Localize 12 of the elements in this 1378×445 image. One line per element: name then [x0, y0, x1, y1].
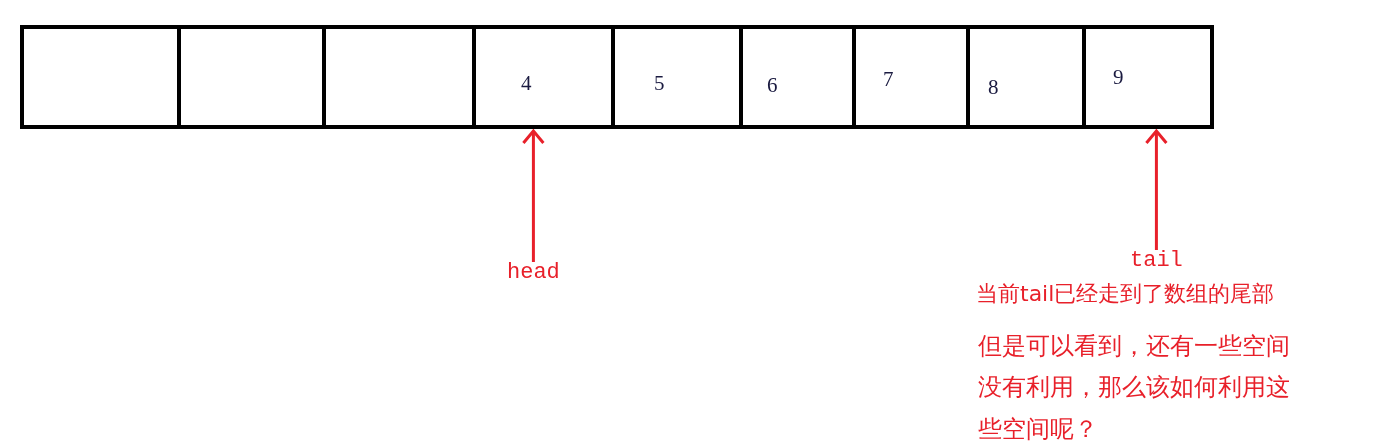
arrow	[521, 129, 545, 262]
cell-value: 5	[654, 71, 665, 96]
cell-value: 7	[883, 67, 894, 92]
cell-value: 8	[988, 75, 999, 100]
cell-value: 9	[1113, 65, 1124, 90]
cell-value: 6	[767, 73, 778, 98]
note-text: 当前tail已经走到了数组的尾部	[976, 280, 1275, 308]
pointer-label: head	[507, 260, 560, 285]
cell-value: 4	[521, 71, 532, 96]
note-paragraph: 但是可以看到，还有一些空间没有利用，那么该如何利用这些空间呢？	[978, 331, 1291, 445]
pointer-label: tail	[1130, 248, 1183, 273]
arrow	[1144, 129, 1168, 250]
